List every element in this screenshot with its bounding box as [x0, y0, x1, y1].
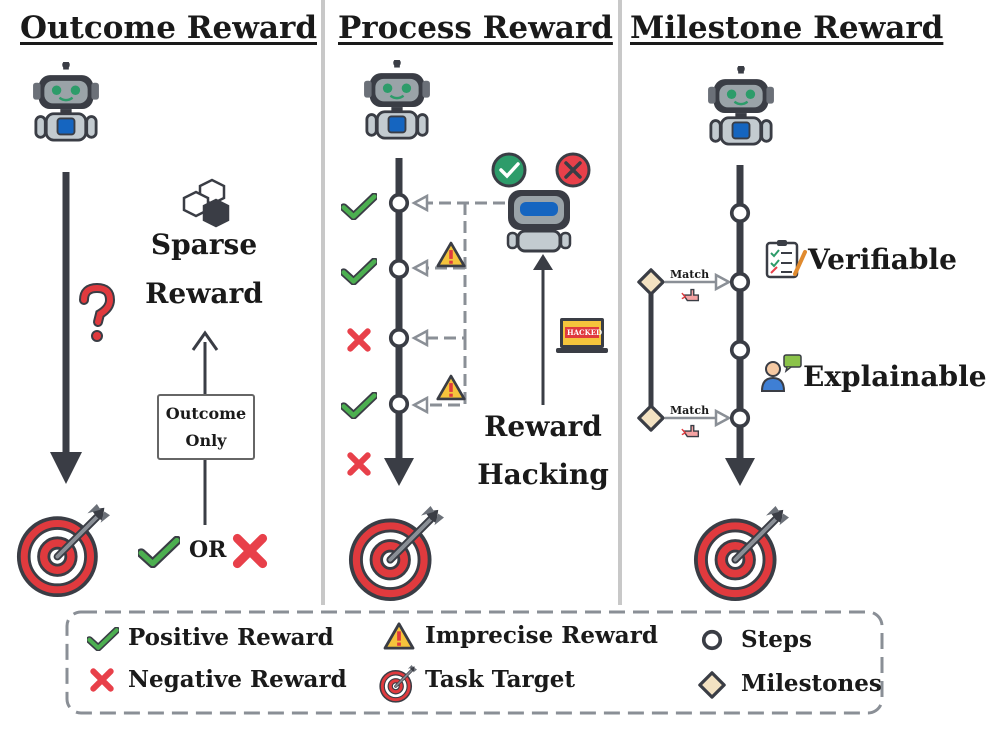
- target-icon: [19, 504, 110, 595]
- milestone-trajectory-arrowhead: [725, 458, 755, 486]
- step-node: [729, 202, 751, 224]
- warning-icon: [383, 622, 415, 650]
- cross-icon: [93, 671, 110, 688]
- explainer-icon: [760, 354, 802, 392]
- hacked-laptop-icon: [556, 318, 608, 353]
- legend-steps: Steps: [741, 626, 812, 653]
- target-icon: [696, 506, 789, 599]
- process-feedback-lines: [425, 201, 505, 407]
- milestone-match-arrowheads: [714, 272, 732, 428]
- explainable-label: Explainable: [803, 360, 987, 393]
- reward-hacking-line1: Reward: [484, 410, 602, 443]
- robot-icon: [364, 60, 430, 140]
- outcome-only-box: Outcome Only: [157, 394, 255, 460]
- reward-model-robot-icon: [506, 190, 572, 253]
- checklist-icon: [765, 240, 807, 279]
- robot-icon: [33, 62, 99, 142]
- robot-icon: [708, 66, 774, 146]
- step-node: [388, 258, 410, 280]
- process-trajectory-arrowhead: [384, 458, 414, 486]
- process-feedback-arrowheads: [411, 193, 429, 415]
- step-node: [729, 271, 751, 293]
- step-node: [729, 339, 751, 361]
- milestone-diamond: [637, 404, 665, 432]
- process-reward-title: Process Reward: [338, 10, 613, 46]
- cross-icon: [555, 152, 591, 188]
- sparse-label: Sparse: [150, 228, 258, 261]
- legend-task-target: Task Target: [425, 666, 575, 693]
- checkmark-icon: [344, 262, 375, 282]
- outcome-only-line1: Outcome: [165, 404, 247, 423]
- checkmark-icon: [141, 540, 177, 563]
- outcome-reward-title: Outcome Reward: [20, 10, 317, 46]
- outcome-only-line2: Only: [185, 431, 227, 450]
- checkmark-icon: [344, 396, 375, 416]
- reward-hacking-line2: Hacking: [477, 458, 609, 491]
- verifiable-label: Verifiable: [808, 243, 957, 276]
- match-label: Match: [670, 404, 710, 417]
- step-node: [388, 393, 410, 415]
- step-node: [388, 327, 410, 349]
- step-node: [388, 192, 410, 214]
- milestone-diamond: [637, 268, 665, 296]
- hand-pointer-icon: [681, 424, 700, 438]
- cubes-icon: [182, 178, 230, 228]
- legend-positive-reward: Positive Reward: [128, 624, 334, 651]
- target-icon: [379, 665, 417, 703]
- cross-icon: [350, 331, 367, 348]
- legend-box: [65, 610, 884, 715]
- cross-icon: [237, 538, 262, 563]
- steps-icon: [701, 629, 723, 651]
- hacking-up-arrowhead: [533, 254, 553, 270]
- cross-icon: [350, 455, 367, 472]
- milestones-icon: [698, 671, 726, 699]
- outcome-up-arrowhead: [191, 330, 219, 351]
- reward-label: Reward: [145, 277, 263, 310]
- legend-milestones: Milestones: [741, 670, 882, 697]
- question-icon: [79, 282, 116, 342]
- checkmark-icon: [344, 197, 375, 217]
- legend-imprecise-reward: Imprecise Reward: [425, 622, 658, 649]
- step-node: [729, 407, 751, 429]
- warning-icon: [436, 374, 466, 401]
- hacked-label: HACKED: [567, 328, 603, 337]
- hand-pointer-icon: [681, 288, 700, 302]
- legend-negative-reward: Negative Reward: [128, 666, 347, 693]
- milestone-match-lines: [665, 280, 718, 420]
- match-label: Match: [670, 268, 710, 281]
- outcome-trajectory-arrowhead: [50, 452, 82, 484]
- checkmark-icon: [89, 630, 116, 648]
- checkmark-icon: [491, 152, 527, 188]
- target-icon: [351, 506, 444, 599]
- or-label: OR: [189, 537, 227, 563]
- warning-icon: [436, 241, 466, 268]
- milestone-reward-title: Milestone Reward: [630, 10, 944, 46]
